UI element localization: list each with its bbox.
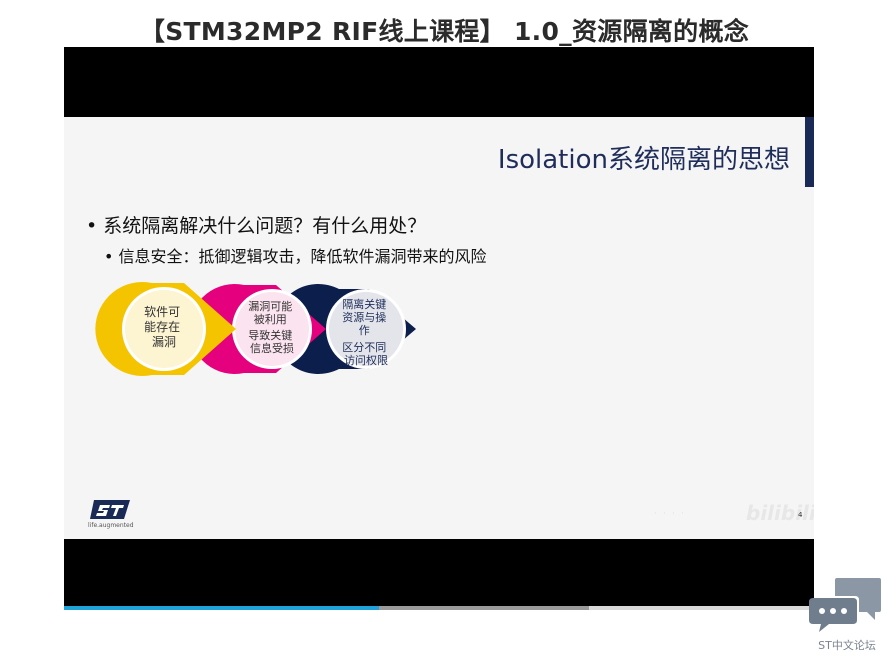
watermark-faint: · · · · bbox=[654, 509, 686, 518]
flow-step-3-line-2: 资源与操 bbox=[342, 310, 386, 324]
flow-step-1-line-1: 软件可 bbox=[144, 305, 180, 319]
flow-step-3-line-3: 作 bbox=[359, 324, 370, 337]
bullet-main: • 系统隔离解决什么问题？有什么用处？ bbox=[86, 215, 427, 237]
slide-title: Isolation系统隔离的思想 bbox=[497, 145, 790, 175]
flow-step-1-line-3: 漏洞 bbox=[152, 335, 176, 349]
flow-step-2-line-1: 漏洞可能 bbox=[248, 299, 292, 313]
flow-step-3-line-4: 区分不同 bbox=[342, 341, 386, 354]
flow-step-3-line-5: 访问权限 bbox=[344, 354, 388, 367]
bullet-sub: • 信息安全：抵御逻辑攻击，降低软件漏洞带来的风险 bbox=[104, 247, 487, 266]
process-flow-diagram: 隔离关键 资源与操 作 区分不同 访问权限 漏洞可能 被利用 导致关键 信息受损 bbox=[95, 282, 416, 376]
logo-tagline: life.augmented bbox=[88, 522, 134, 529]
slide-page-number: 4 bbox=[798, 511, 803, 519]
st-logo-icon bbox=[90, 500, 130, 519]
chat-bubbles-icon[interactable] bbox=[809, 576, 883, 636]
flow-step-1: 软件可 能存在 漏洞 bbox=[95, 282, 236, 376]
video-player[interactable]: Isolation系统隔离的思想 • 系统隔离解决什么问题？有什么用处？ • 信… bbox=[64, 47, 814, 607]
svg-text:隔离关键 资源与操: 隔离关键 资源与操 作 区分不同 访问权限 bbox=[342, 297, 390, 367]
svg-text:软件可 能存在 漏洞: 软件可 能存在 漏洞 bbox=[144, 305, 184, 349]
bilibili-watermark: bilibili bbox=[746, 501, 814, 525]
flow-step-2-line-2: 被利用 bbox=[254, 313, 287, 326]
slide-title-accent-bar bbox=[805, 117, 814, 187]
page-title: 【STM32MP2 RIF线上课程】 1.0_资源隔离的概念 bbox=[139, 17, 750, 46]
forum-label[interactable]: ST中文论坛 bbox=[818, 639, 876, 652]
flow-step-1-line-2: 能存在 bbox=[144, 320, 180, 334]
flow-step-3-line-1: 隔离关键 bbox=[342, 297, 386, 311]
flow-step-2-line-4: 信息受损 bbox=[250, 341, 294, 355]
flow-step-2-line-3: 导致关键 bbox=[248, 328, 292, 342]
video-progress-fill bbox=[64, 606, 379, 610]
video-progress-bar[interactable] bbox=[64, 606, 814, 610]
slide: Isolation系统隔离的思想 • 系统隔离解决什么问题？有什么用处？ • 信… bbox=[64, 117, 814, 539]
flow-step-3: 隔离关键 资源与操 作 区分不同 访问权限 bbox=[273, 284, 416, 374]
flow-step-2: 漏洞可能 被利用 导致关键 信息受损 bbox=[189, 284, 326, 374]
svg-text:漏洞可能 被利用 导: 漏洞可能 被利用 导致关键 信息受损 bbox=[248, 299, 296, 355]
